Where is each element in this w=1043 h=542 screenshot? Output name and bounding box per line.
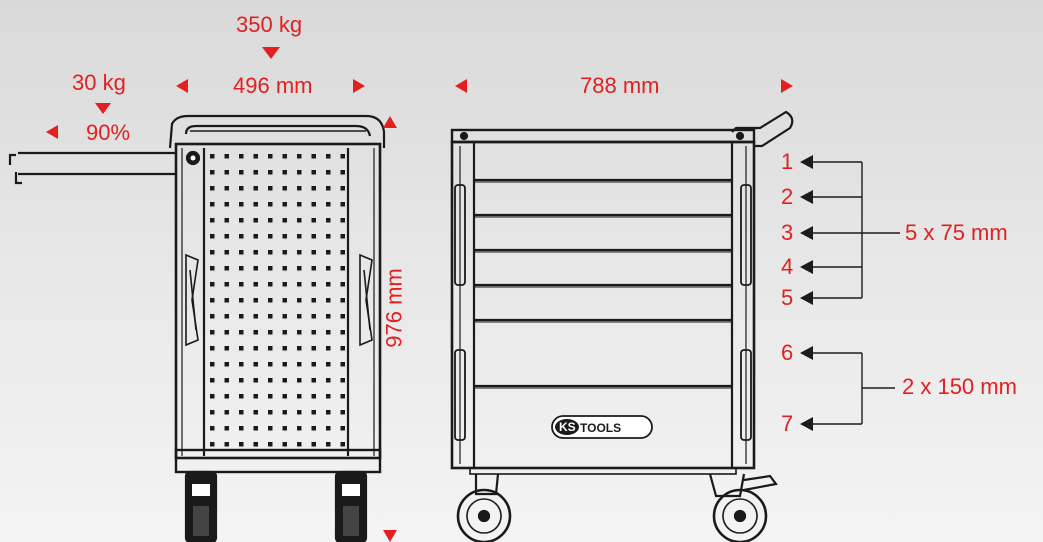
side-castor-left	[456, 488, 512, 542]
arrow-extension-left-icon	[46, 125, 58, 139]
drawer-pointer-3-icon	[800, 226, 813, 240]
pull-out-drawer	[8, 151, 176, 185]
drawer-stack	[474, 178, 732, 389]
drawer-pointer-5-icon	[800, 291, 813, 305]
top-handle	[168, 114, 386, 149]
arrow-length-right-icon	[781, 79, 793, 93]
side-brand-mark-left	[185, 253, 199, 347]
drawer-number-6: 6	[781, 340, 794, 365]
drawer-load-label: 30 kg	[72, 70, 126, 95]
front-view-trolley	[8, 114, 386, 542]
drawer-number-7: 7	[781, 411, 794, 436]
arrow-drawer-load-icon	[95, 103, 111, 114]
height-label: 976 mm	[381, 268, 407, 348]
drawer-pointer-1-icon	[800, 155, 813, 169]
drawer-extension-label: 90%	[86, 120, 131, 145]
drawer-pointer-6-icon	[800, 346, 813, 360]
side-castor-right	[712, 488, 768, 542]
drawer-number-4: 4	[781, 254, 794, 279]
ks-tools-logo: KS TOOLS	[551, 415, 653, 439]
side-top	[450, 128, 756, 144]
length-label: 788 mm	[580, 73, 660, 98]
drawer-braces	[813, 161, 900, 425]
arrow-max-load-icon	[262, 47, 280, 59]
arrow-height-top-icon	[383, 116, 397, 128]
drawer-pointer-2-icon	[800, 190, 813, 204]
front-castor-left	[184, 470, 218, 542]
arrow-length-left-icon	[455, 79, 467, 93]
drawer-pointer-4-icon	[800, 260, 813, 274]
drawer-pointer-7-icon	[800, 417, 813, 431]
side-base	[469, 467, 778, 498]
drawer-number-5: 5	[781, 285, 794, 310]
width-label: 496 mm	[233, 73, 313, 98]
logo-ks-text: KS	[559, 420, 576, 434]
front-castor-right	[334, 470, 368, 542]
arrow-width-left-icon	[176, 79, 188, 93]
arrow-height-bottom-icon	[383, 530, 397, 542]
drawer-number-3: 3	[781, 220, 794, 245]
side-body	[450, 140, 756, 470]
drawer-group-small-label: 5 x 75 mm	[905, 220, 1008, 245]
side-view-trolley: KS TOOLS	[450, 110, 794, 542]
max-load-label: 350 kg	[236, 12, 303, 37]
dimension-arrows	[46, 47, 793, 542]
side-handle	[731, 110, 794, 148]
arrow-width-right-icon	[353, 79, 365, 93]
drawer-number-2: 2	[781, 184, 794, 209]
logo-tools-text: TOOLS	[580, 421, 621, 435]
drawer-number-1: 1	[781, 149, 794, 174]
side-brand-mark-right	[359, 253, 373, 347]
drawer-group-large-label: 2 x 150 mm	[902, 374, 1017, 399]
front-body	[174, 142, 382, 474]
drawer-pointers	[800, 155, 813, 431]
